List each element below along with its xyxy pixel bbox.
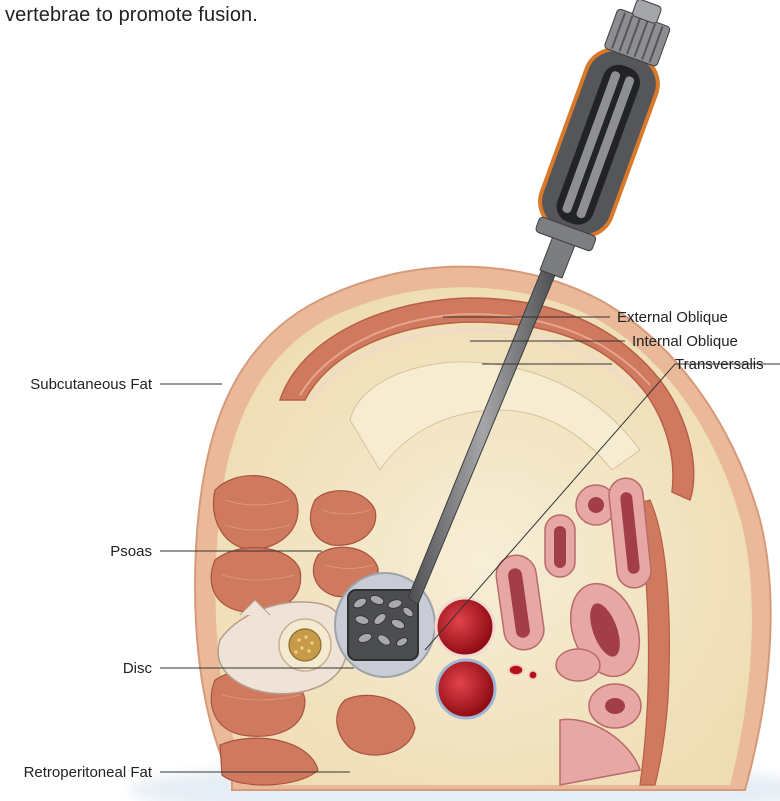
label-external-oblique: External Oblique [617,309,728,326]
label-transversalis: Transversalis [675,356,764,373]
label-psoas: Psoas [110,543,152,560]
label-retroperitoneal-fat: Retroperitoneal Fat [24,764,153,781]
label-subcutaneous-fat: Subcutaneous Fat [30,376,153,393]
label-disc: Disc [123,660,153,677]
label-internal-oblique: Internal Oblique [632,333,738,350]
